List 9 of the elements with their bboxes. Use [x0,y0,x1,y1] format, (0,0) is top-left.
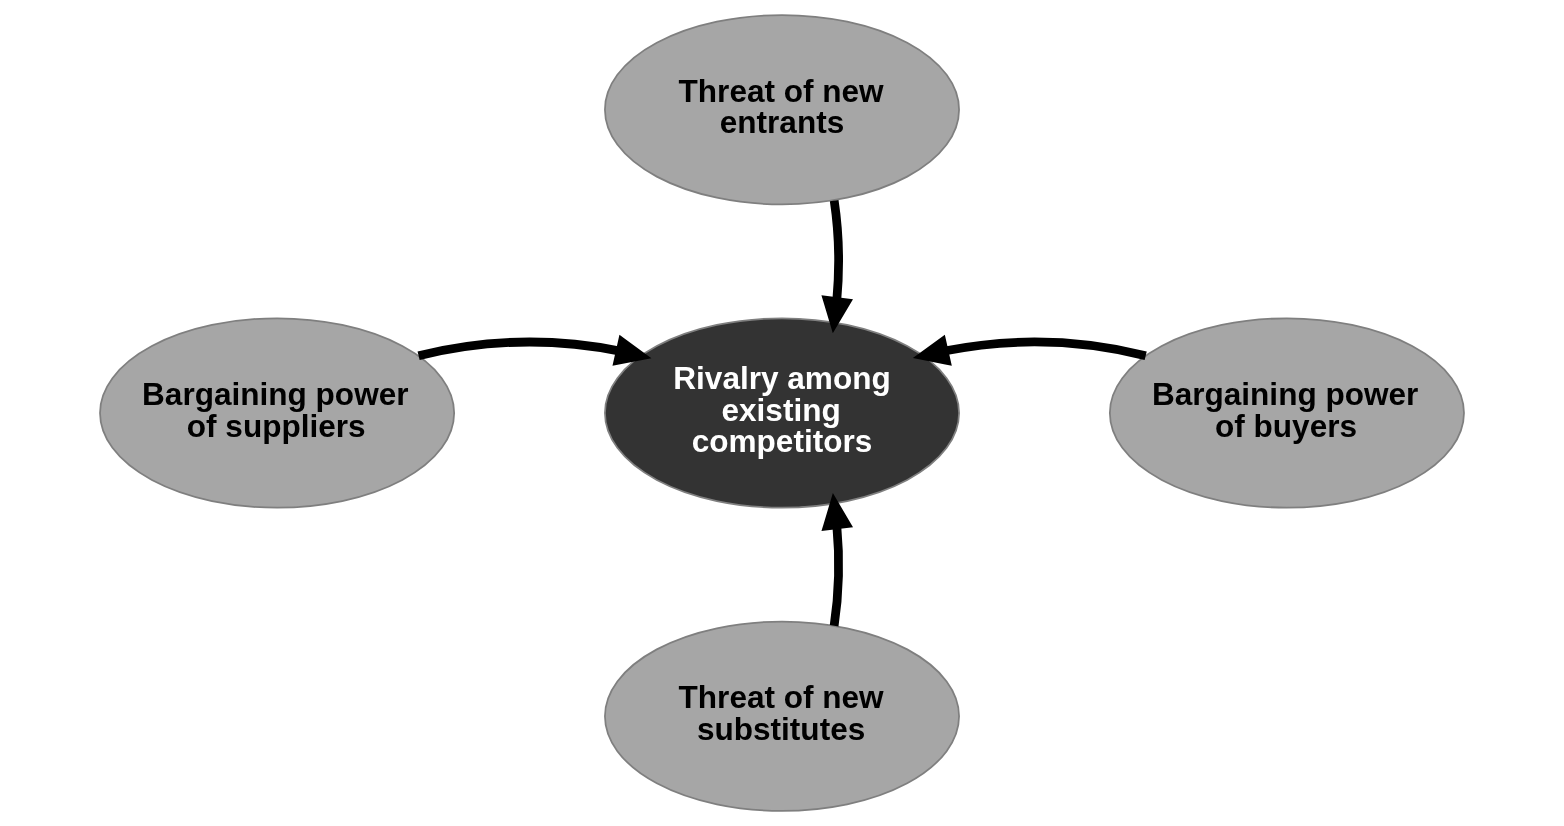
arrow [417,334,652,366]
node-ellipse: Rivalry among existing competitors [604,317,960,509]
arrow [821,493,854,627]
node-ellipse: Bargaining power of suppliers [99,317,456,509]
arrow [912,334,1147,366]
node-ellipse: Threat of new substitutes [604,620,960,812]
arrow [821,199,853,334]
node-ellipse: Bargaining power of buyers [1108,317,1465,509]
node-ellipse: Threat of new entrants [604,14,960,206]
